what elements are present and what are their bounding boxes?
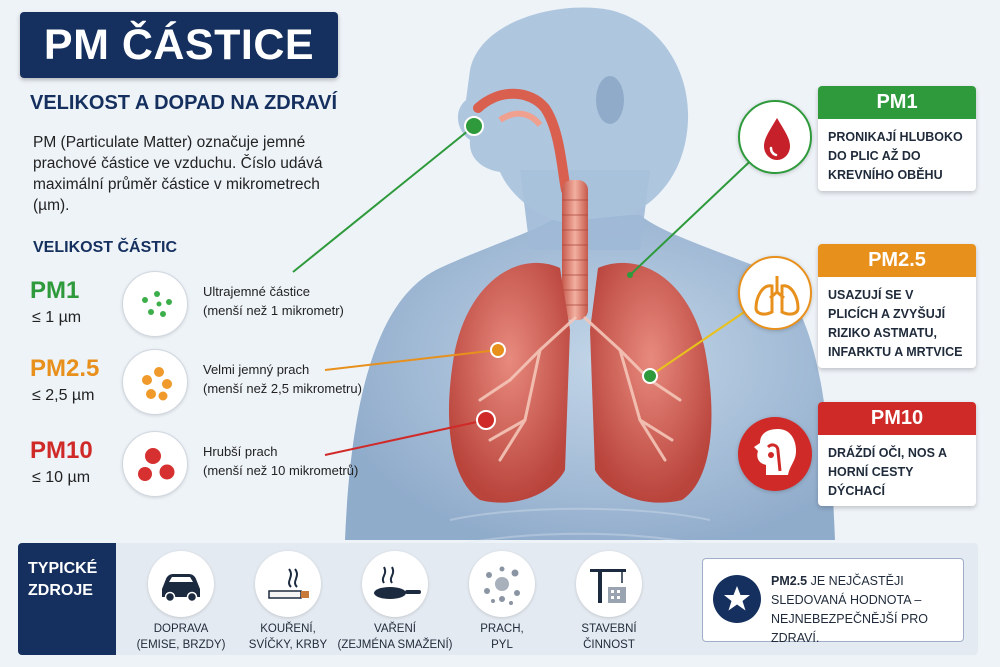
head-airway-icon — [738, 417, 812, 491]
source-line2: (EMISE, BRZDY) — [136, 639, 226, 651]
size-limit: ≤ 1 µm — [32, 309, 82, 326]
dust-pollen-icon — [469, 551, 535, 617]
source-traffic: DOPRAVA (EMISE, BRZDY) — [121, 551, 241, 655]
card-text: DRÁŽDÍ OČI, NOS A HORNÍ CESTY DÝCHACÍ — [828, 446, 947, 498]
intro-text: PM (Particulate Matter) označuje jemné p… — [33, 134, 323, 214]
size-description: Ultrajemné částice (menší než 1 mikromet… — [203, 282, 383, 320]
size-desc-line2: (menší než 10 mikrometrů) — [203, 463, 359, 478]
size-desc-line1: Velmi jemný prach — [203, 362, 310, 377]
source-line1: STAVEBNÍ — [581, 623, 637, 635]
source-construction: STAVEBNÍ ČINNOST — [549, 551, 669, 655]
sources-panel: TYPICKÉ ZDROJE DOPRAVA (EMISE, BRZDY) — [18, 543, 978, 655]
sizes-heading: VELIKOST ČÁSTIC — [33, 239, 178, 256]
blood-drop-icon — [738, 100, 812, 174]
source-line2: ČINNOST — [583, 639, 635, 651]
size-name: PM1 — [30, 277, 80, 304]
size-limit: ≤ 2,5 µm — [32, 387, 95, 404]
card-pm25: PM2.5 USAZUJÍ SE V PLICÍCH A ZVYŠUJÍ RIZ… — [818, 244, 976, 368]
size-name: PM10 — [30, 437, 93, 464]
note-text: PM2.5 JE NEJČASTĚJI SLEDOVANÁ HODNOTA – … — [771, 572, 961, 648]
size-row-pm10: PM10 ≤ 10 µm Hrubší prach (menší než 10 … — [30, 431, 370, 507]
source-smoking: KOUŘENÍ, SVÍČKY, KRBY — [228, 551, 348, 655]
size-desc-line1: Hrubší prach — [203, 444, 278, 459]
title-banner: PM ČÁSTICE — [20, 12, 338, 78]
star-icon — [713, 575, 761, 623]
particles-pm10-icon — [122, 431, 188, 497]
size-row-pm25: PM2.5 ≤ 2,5 µm Velmi jemný prach (menší … — [30, 349, 370, 425]
source-line1: KOUŘENÍ, — [260, 623, 316, 635]
card-text: PRONIKAJÍ HLUBOKO DO PLIC AŽ DO KREVNÍHO… — [828, 130, 963, 182]
construction-crane-icon — [576, 551, 642, 617]
source-label: STAVEBNÍ ČINNOST — [549, 621, 669, 653]
size-row-pm1: PM1 ≤ 1 µm Ultrajemné částice (menší než… — [30, 271, 370, 347]
source-label: VAŘENÍ (ZEJMÉNA SMAŽENÍ) — [335, 621, 455, 653]
frying-pan-icon — [362, 551, 428, 617]
size-desc-line2: (menší než 2,5 mikrometru) — [203, 381, 362, 396]
source-label: PRACH, PYL — [442, 621, 562, 653]
size-desc-line2: (menší než 1 mikrometr) — [203, 303, 344, 318]
size-limit: ≤ 10 µm — [32, 469, 91, 486]
source-line1: PRACH, — [480, 623, 524, 635]
source-line2: (ZEJMÉNA SMAŽENÍ) — [337, 639, 453, 651]
size-description: Velmi jemný prach (menší než 2,5 mikrome… — [203, 360, 383, 398]
source-line1: VAŘENÍ — [374, 623, 416, 635]
card-title: PM1 — [818, 86, 976, 119]
card-text: USAZUJÍ SE V PLICÍCH A ZVYŠUJÍ RIZIKO AS… — [828, 288, 963, 359]
source-label: DOPRAVA (EMISE, BRZDY) — [121, 621, 241, 653]
card-title: PM10 — [818, 402, 976, 435]
card-pm10: PM10 DRÁŽDÍ OČI, NOS A HORNÍ CESTY DÝCHA… — [818, 402, 976, 506]
page-title: PM ČÁSTICE — [43, 20, 315, 69]
source-dust: PRACH, PYL — [442, 551, 562, 655]
card-title: PM2.5 — [818, 244, 976, 277]
sources-label: TYPICKÉ ZDROJE — [18, 543, 116, 655]
note-bold: PM2.5 — [771, 574, 808, 588]
note-body: JE NEJČASTĚJI SLEDOVANÁ HODNOTA – NEJNEB… — [771, 574, 928, 645]
page-subtitle: VELIKOST A DOPAD NA ZDRAVÍ — [30, 92, 338, 114]
lungs-icon — [738, 256, 812, 330]
source-label: KOUŘENÍ, SVÍČKY, KRBY — [228, 621, 348, 653]
particles-pm25-icon — [122, 349, 188, 415]
note-box: PM2.5 JE NEJČASTĚJI SLEDOVANÁ HODNOTA – … — [702, 558, 964, 645]
source-line2: PYL — [491, 639, 513, 651]
size-name: PM2.5 — [30, 355, 100, 382]
source-line2: SVÍČKY, KRBY — [248, 639, 328, 651]
car-icon — [148, 551, 214, 617]
size-description: Hrubší prach (menší než 10 mikrometrů) — [203, 442, 383, 480]
size-desc-line1: Ultrajemné částice — [203, 284, 310, 299]
cigarette-icon — [255, 551, 321, 617]
card-pm1: PM1 PRONIKAJÍ HLUBOKO DO PLIC AŽ DO KREV… — [818, 86, 976, 191]
particles-pm1-icon — [122, 271, 188, 337]
source-line1: DOPRAVA — [153, 623, 209, 635]
source-cooking: VAŘENÍ (ZEJMÉNA SMAŽENÍ) — [335, 551, 455, 655]
